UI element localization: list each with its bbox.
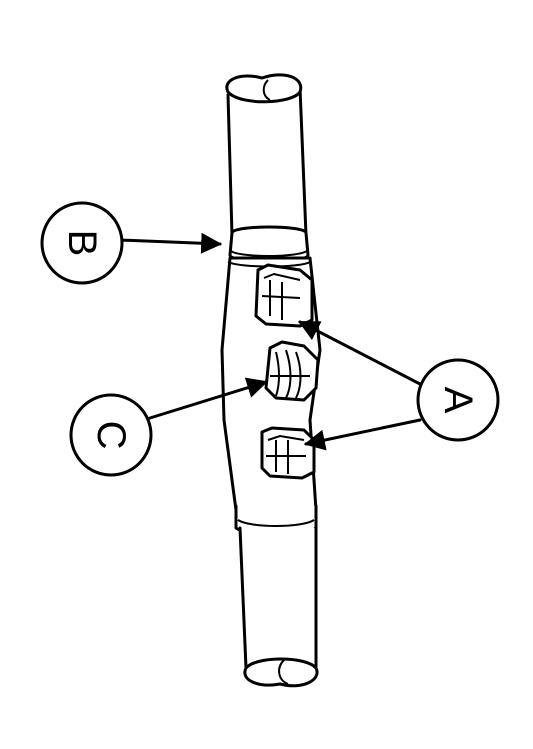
callout-c: C	[69, 393, 153, 477]
callout-b: B	[40, 201, 124, 285]
leader-lines	[118, 232, 422, 451]
lower-shaft	[238, 526, 319, 688]
upper-shaft	[225, 73, 308, 237]
lower-slot	[260, 426, 316, 480]
leader-a-upper	[298, 320, 422, 386]
leader-b	[118, 232, 223, 254]
callout-a-label: A	[436, 387, 480, 414]
callout-b-label: B	[60, 230, 104, 257]
leader-c	[148, 377, 269, 420]
callout-a: A	[416, 358, 500, 442]
callout-c-label: C	[89, 421, 133, 450]
leader-a-lower	[303, 418, 422, 451]
upper-slot	[254, 263, 314, 328]
center-key	[264, 340, 320, 402]
